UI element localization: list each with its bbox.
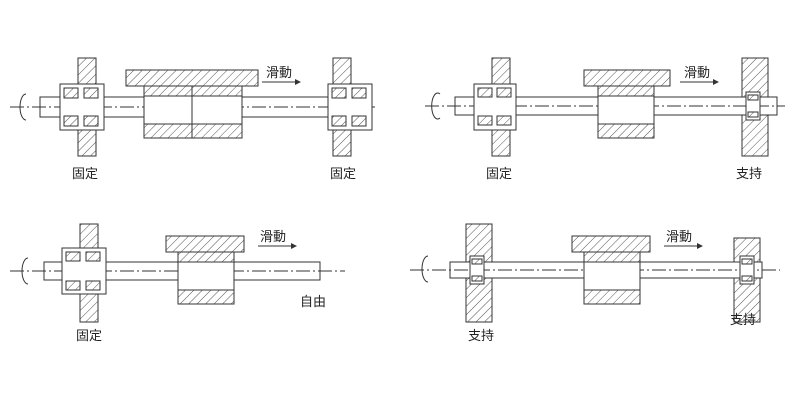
left-bearing [477,87,493,98]
right-bearing [331,115,347,127]
left-support-label: 固定 [72,167,98,182]
right-support-bearing [747,111,759,118]
ball-nut [597,85,655,97]
left-support-bearing [471,275,483,282]
left-bearing [477,115,493,126]
diagram-fixed-supported: 滑動 固定 支持 [425,57,785,182]
diagram-fixed-free: 滑動 固定 自由 [10,223,345,344]
ball-nut [583,289,641,305]
ball-nut [177,251,235,263]
rotation-icon [19,93,27,121]
slide-label: 滑動 [260,230,286,245]
ball-nut [583,251,641,263]
left-support-label: 固定 [486,167,512,182]
left-bearing [85,251,101,262]
left-support-label: 支持 [468,329,494,344]
right-bearing [351,87,367,99]
right-bearing [351,115,367,127]
ball-nut [597,123,655,139]
right-support-label: 支持 [730,313,756,328]
right-support-label: 固定 [330,167,356,182]
diagram-fixed-fixed: 滑動 固定 固定 [10,57,375,182]
ball-nut [143,85,243,97]
ball-nut [143,123,243,139]
left-bearing [63,87,79,99]
slide-label: 滑動 [684,66,710,81]
left-bearing [496,87,512,98]
table [125,69,259,87]
left-bearing [65,280,81,291]
left-bearing [83,115,99,127]
right-support-bearing [741,275,753,282]
right-bearing [331,87,347,99]
left-bearing [63,115,79,127]
rotation-icon [421,255,429,283]
table [583,69,671,87]
ball-nut [177,289,235,305]
slide-label: 滑動 [266,66,292,81]
table [571,235,651,253]
left-bearing [83,87,99,99]
left-support-bearing [471,258,483,265]
rotation-icon [431,92,441,120]
table [165,235,245,253]
left-support-label: 固定 [76,329,102,344]
right-support-label: 自由 [300,295,326,310]
right-support-label: 支持 [736,167,762,182]
rotation-icon [21,257,29,285]
diagram-supported-supported: 滑動 支持 支持 [410,223,780,344]
left-bearing [85,280,101,291]
right-support-bearing [747,94,759,101]
slide-label: 滑動 [666,230,692,245]
left-bearing [496,115,512,126]
left-bearing [65,251,81,262]
right-support-bearing [741,258,753,265]
